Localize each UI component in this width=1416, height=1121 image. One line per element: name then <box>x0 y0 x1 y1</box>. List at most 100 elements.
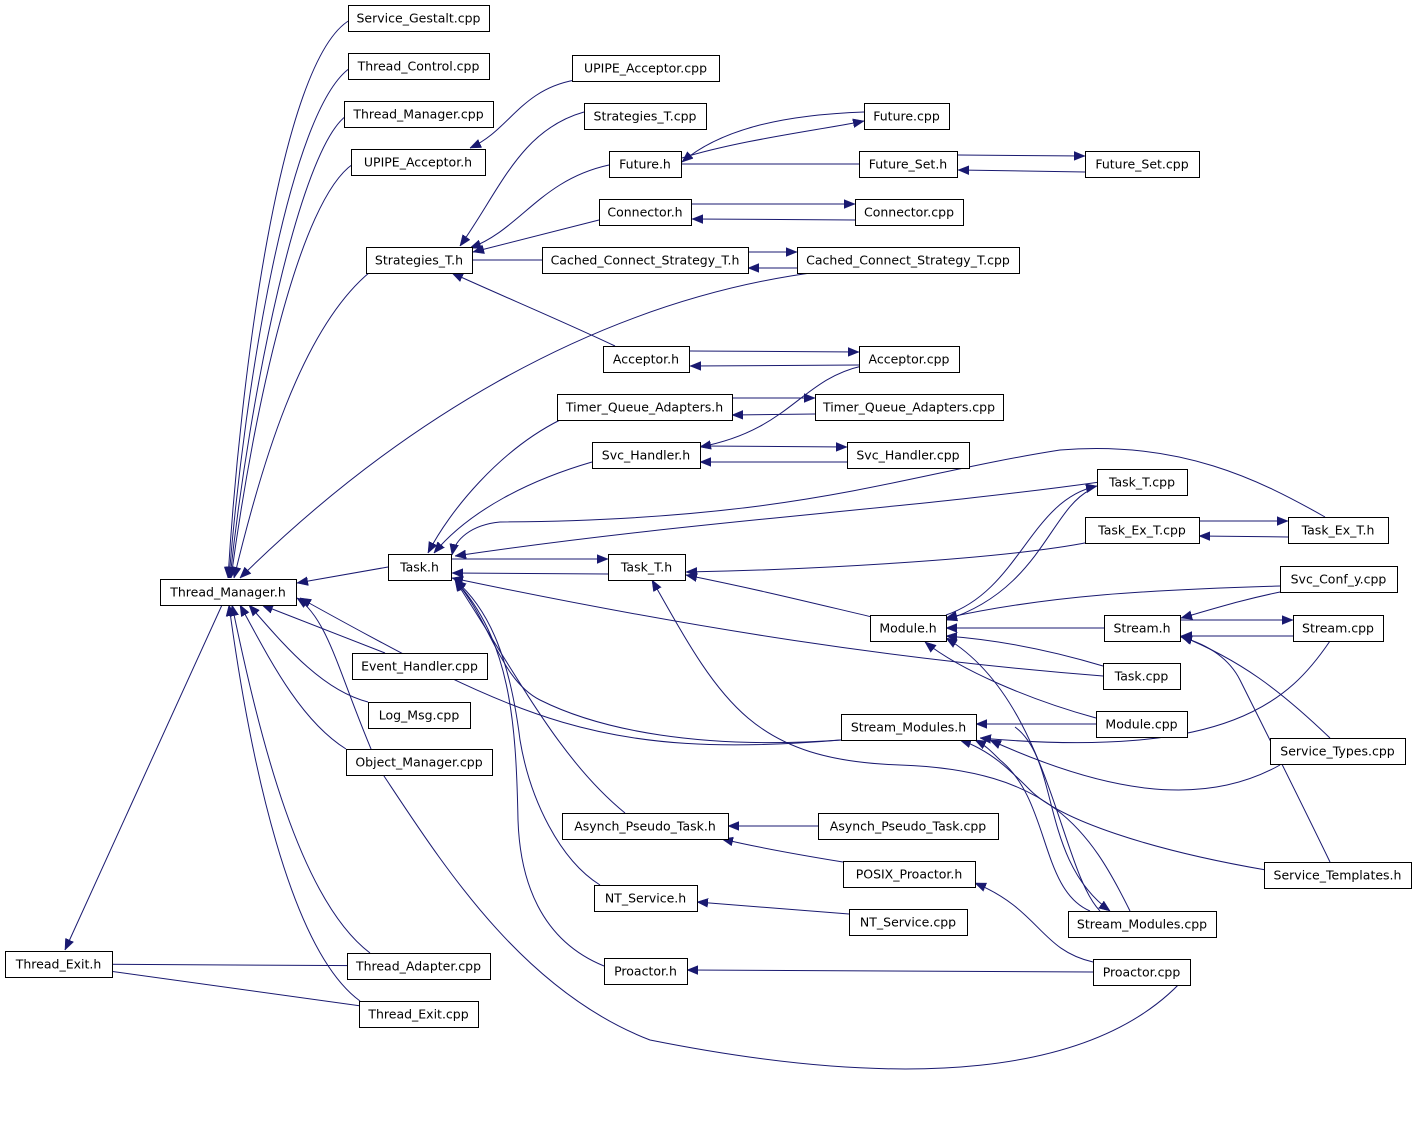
edge-connector-h-to-strategies-t-h <box>473 219 600 252</box>
edge-acceptor-h-to-strategies-t-h <box>452 272 616 347</box>
node-cached-connect-strategy-t-h[interactable]: Cached_Connect_Strategy_T.h <box>542 247 749 274</box>
node-box <box>604 958 688 985</box>
node-task-t-h[interactable]: Task_T.h <box>608 554 686 581</box>
node-task-ex-t-cpp[interactable]: Task_Ex_T.cpp <box>1085 517 1200 544</box>
node-object-manager-cpp[interactable]: Object_Manager.cpp <box>346 749 493 776</box>
node-asynch-pseudo-task-h[interactable]: Asynch_Pseudo_Task.h <box>562 813 729 840</box>
edge-upipe-acceptor-h-to-thread-manager-h <box>231 163 354 578</box>
node-cached-connect-strategy-t-cpp[interactable]: Cached_Connect_Strategy_T.cpp <box>797 247 1020 274</box>
node-box <box>1288 517 1389 544</box>
node-timer-queue-adapters-cpp[interactable]: Timer_Queue_Adapters.cpp <box>815 394 1004 421</box>
node-box <box>599 199 692 226</box>
node-service-gestalt-cpp[interactable]: Service_Gestalt.cpp <box>348 5 490 32</box>
node-box <box>351 149 486 176</box>
edge-task-ex-t-h-to-task-h <box>452 447 1326 555</box>
node-asynch-pseudo-task-cpp[interactable]: Asynch_Pseudo_Task.cpp <box>818 813 999 840</box>
node-task-cpp[interactable]: Task.cpp <box>1103 663 1181 690</box>
node-box <box>344 101 494 128</box>
node-posix-proactor-h[interactable]: POSIX_Proactor.h <box>843 861 976 888</box>
node-connector-h[interactable]: Connector.h <box>599 199 692 226</box>
node-label: Task_Ex_T.h <box>1301 523 1375 538</box>
node-box <box>1104 615 1181 642</box>
edge-nt-service-cpp-to-nt-service-h <box>697 902 850 915</box>
node-task-ex-t-h[interactable]: Task_Ex_T.h <box>1288 517 1389 544</box>
node-label: Timer_Queue_Adapters.cpp <box>822 400 995 415</box>
node-thread-exit-h[interactable]: Thread_Exit.h <box>5 951 113 978</box>
node-label: Object_Manager.cpp <box>355 755 482 770</box>
node-box <box>1293 615 1384 642</box>
node-task-t-cpp[interactable]: Task_T.cpp <box>1097 469 1188 496</box>
node-strategies-t-h[interactable]: Strategies_T.h <box>366 247 473 274</box>
node-box <box>1096 711 1188 738</box>
node-label: Proactor.cpp <box>1103 965 1181 980</box>
node-stream-cpp[interactable]: Stream.cpp <box>1293 615 1384 642</box>
node-svc-handler-h[interactable]: Svc_Handler.h <box>592 442 701 469</box>
edge-future-h-to-strategies-t-h <box>470 164 610 248</box>
node-module-cpp[interactable]: Module.cpp <box>1096 711 1188 738</box>
edge-service-gestalt-cpp-to-thread-manager-h <box>228 19 351 578</box>
node-thread-manager-h[interactable]: Thread_Manager.h <box>160 579 297 606</box>
node-stream-modules-h[interactable]: Stream_Modules.h <box>841 714 977 741</box>
edge-stream-modules-cpp-to-module-h <box>946 637 1101 912</box>
node-label: Svc_Conf_y.cpp <box>1291 572 1387 587</box>
node-thread-exit-cpp[interactable]: Thread_Exit.cpp <box>359 1001 479 1028</box>
node-stream-h[interactable]: Stream.h <box>1104 615 1181 642</box>
node-timer-queue-adapters-h[interactable]: Timer_Queue_Adapters.h <box>557 394 733 421</box>
node-event-handler-cpp[interactable]: Event_Handler.cpp <box>352 653 488 680</box>
node-svc-conf-y-cpp[interactable]: Svc_Conf_y.cpp <box>1280 566 1398 593</box>
node-label: Connector.h <box>607 205 682 220</box>
node-stream-modules-cpp[interactable]: Stream_Modules.cpp <box>1068 911 1217 938</box>
node-label: Timer_Queue_Adapters.h <box>565 400 723 415</box>
node-box <box>841 714 977 741</box>
node-label: Acceptor.cpp <box>869 352 950 367</box>
edge-future-cpp-to-future-h <box>682 111 865 162</box>
node-box <box>594 885 698 912</box>
edge-thread-manager-cpp-to-thread-manager-h <box>230 115 347 578</box>
node-service-templates-h[interactable]: Service_Templates.h <box>1264 862 1412 889</box>
node-thread-control-cpp[interactable]: Thread_Control.cpp <box>348 53 490 80</box>
node-service-types-cpp[interactable]: Service_Types.cpp <box>1270 738 1406 765</box>
node-label: Stream.h <box>1113 621 1170 636</box>
node-future-set-h[interactable]: Future_Set.h <box>859 151 958 178</box>
node-box <box>1280 566 1398 593</box>
edge-svc-conf-y-cpp-to-module-h <box>946 585 1281 618</box>
node-layer: Thread_Exit.h Thread_Manager.hThread_Adap… <box>5 5 1412 1028</box>
node-label: Svc_Handler.h <box>602 448 690 463</box>
node-thread-manager-cpp[interactable]: Thread_Manager.cpp <box>344 101 494 128</box>
node-svc-handler-cpp[interactable]: Svc_Handler.cpp <box>847 442 970 469</box>
node-nt-service-cpp[interactable]: NT_Service.cpp <box>849 909 968 936</box>
node-label: Task_Ex_T.cpp <box>1097 523 1186 538</box>
node-future-set-cpp[interactable]: Future_Set.cpp <box>1085 151 1200 178</box>
node-box <box>572 55 720 82</box>
node-connector-cpp[interactable]: Connector.cpp <box>855 199 964 226</box>
edge-service-templates-h-to-stream-h <box>1181 637 1331 863</box>
node-box <box>584 103 707 130</box>
node-label: Asynch_Pseudo_Task.cpp <box>830 819 986 834</box>
node-label: Module.cpp <box>1105 717 1177 732</box>
node-task-h[interactable]: Task.h <box>388 554 452 581</box>
node-label: Thread_Adapter.cpp <box>355 959 481 974</box>
edge-module-h-to-task-t-h <box>686 575 873 618</box>
node-acceptor-cpp[interactable]: Acceptor.cpp <box>859 346 960 373</box>
node-proactor-h[interactable]: Proactor.h <box>604 958 688 985</box>
node-acceptor-h[interactable]: Acceptor.h <box>603 346 690 373</box>
node-label: NT_Service.cpp <box>860 915 956 930</box>
node-nt-service-h[interactable]: NT_Service.h <box>594 885 698 912</box>
node-box <box>847 442 970 469</box>
node-label: POSIX_Proactor.h <box>856 867 963 882</box>
node-module-h[interactable]: Module.h <box>870 615 947 642</box>
node-thread-adapter-cpp[interactable]: Thread_Adapter.cpp <box>347 953 491 980</box>
node-future-h[interactable]: Future.h <box>609 151 682 178</box>
node-upipe-acceptor-h[interactable]: UPIPE_Acceptor.h <box>351 149 486 176</box>
node-upipe-acceptor-cpp[interactable]: UPIPE_Acceptor.cpp <box>572 55 720 82</box>
node-proactor-cpp[interactable]: Proactor.cpp <box>1093 959 1191 986</box>
node-log-msg-cpp[interactable]: Log_Msg.cpp <box>368 702 471 729</box>
node-label: UPIPE_Acceptor.cpp <box>584 61 707 76</box>
edge-thread-control-cpp-to-thread-manager-h <box>229 67 351 578</box>
node-box <box>348 5 490 32</box>
node-strategies-t-cpp[interactable]: Strategies_T.cpp <box>584 103 707 130</box>
edge-object-manager-cpp-to-thread-manager-h <box>239 605 347 750</box>
node-future-cpp[interactable]: Future.cpp <box>864 103 950 130</box>
edge-task-t-h-to-task-h <box>452 573 609 574</box>
